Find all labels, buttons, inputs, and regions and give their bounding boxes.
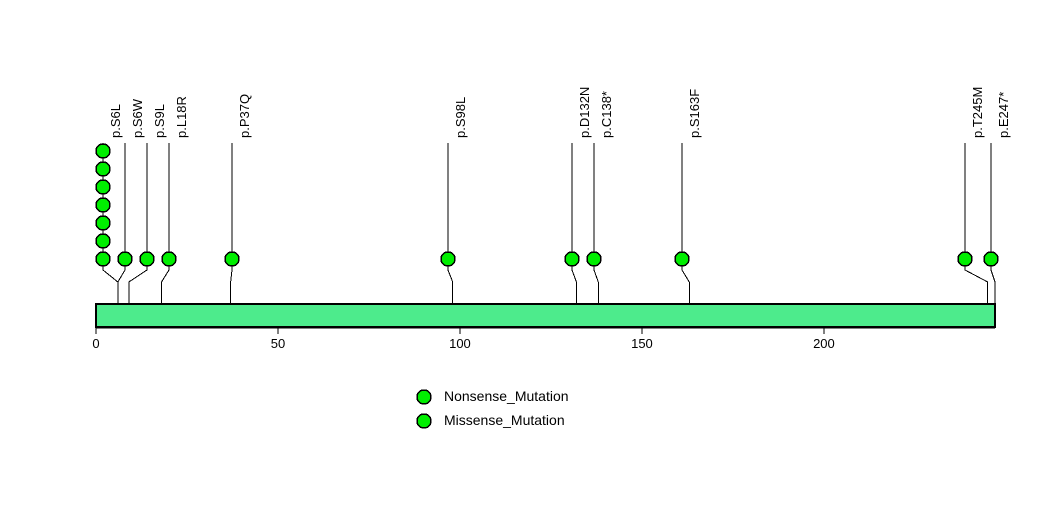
lollipop-stem: [681, 143, 690, 304]
lollipop-stem: [447, 143, 454, 304]
lollipop-markers-layer: [95, 143, 999, 267]
protein-bar: [95, 303, 996, 328]
lollipop-marker[interactable]: [957, 251, 973, 267]
mutation-label: p.D132N: [577, 86, 592, 138]
axis-tick-label: 150: [631, 336, 653, 351]
mutation-label: p.L18R: [174, 96, 189, 138]
legend-markers-layer: [416, 389, 432, 429]
legend-marker: [416, 389, 432, 405]
mutation-label: p.T245M: [970, 86, 985, 138]
lollipop-stem: [990, 143, 996, 304]
mutation-label: p.S6L: [108, 104, 123, 138]
lollipop-stem: [128, 143, 148, 304]
lollipop-marker[interactable]: [95, 143, 111, 159]
lollipop-stem: [571, 143, 577, 304]
lollipop-marker[interactable]: [95, 161, 111, 177]
protein-bar-layer: [95, 303, 996, 328]
lollipop-marker[interactable]: [161, 251, 177, 267]
mutation-label: p.S163F: [687, 88, 702, 138]
lollipop-marker[interactable]: [139, 251, 155, 267]
axis-tick-label: 200: [813, 336, 835, 351]
lollipop-marker[interactable]: [586, 251, 602, 267]
mutation-label: p.S9L: [152, 104, 167, 138]
mutation-label: p.E247*: [996, 91, 1011, 138]
lollipop-stem: [161, 143, 170, 304]
lollipop-stems-layer: [102, 143, 996, 304]
mutation-label: p.S6W: [130, 98, 145, 138]
lollipop-marker[interactable]: [95, 251, 111, 267]
lollipop-marker[interactable]: [674, 251, 690, 267]
lollipop-marker[interactable]: [564, 251, 580, 267]
legend-label[interactable]: Missense_Mutation: [444, 412, 565, 428]
lollipop-marker[interactable]: [95, 233, 111, 249]
axis-ticks-layer: [95, 327, 995, 334]
lollipop-stem: [964, 143, 989, 304]
lollipop-marker[interactable]: [117, 251, 133, 267]
mutation-label: p.P37Q: [237, 93, 252, 138]
lollipop-marker[interactable]: [95, 179, 111, 195]
mutation-label: p.C138*: [599, 91, 614, 138]
lollipop-marker[interactable]: [95, 197, 111, 213]
legend-label[interactable]: Nonsense_Mutation: [444, 388, 569, 404]
axis-tick-label: 0: [92, 336, 100, 351]
lollipop-marker[interactable]: [224, 251, 240, 267]
axis-tick-label: 100: [449, 336, 471, 351]
lollipop-marker[interactable]: [983, 251, 999, 267]
axis-tick-label: 50: [270, 336, 286, 351]
lollipop-marker[interactable]: [440, 251, 456, 267]
lollipop-marker[interactable]: [95, 215, 111, 231]
lollipop-stem: [230, 143, 233, 304]
lollipop-stem: [593, 143, 599, 304]
lollipop-stem: [117, 143, 126, 304]
mutation-label: p.S98L: [453, 96, 468, 138]
legend-marker: [416, 413, 432, 429]
